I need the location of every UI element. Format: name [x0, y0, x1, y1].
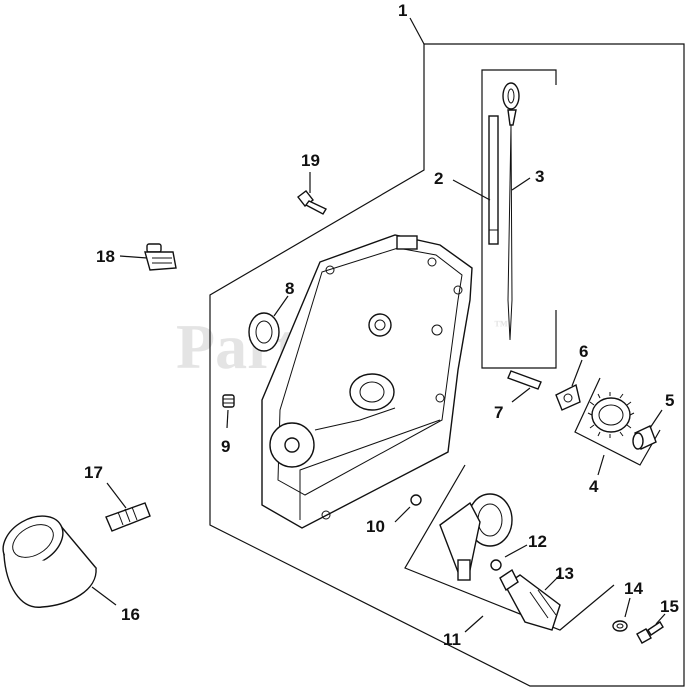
clip: [555, 383, 581, 411]
callout-10: 10: [366, 517, 385, 536]
callout-12: 12: [528, 532, 547, 551]
filter-nipple: [105, 502, 151, 532]
callout-18: 18: [96, 247, 115, 266]
dipstick-group-frame: [481, 69, 557, 369]
leader-1: [409, 17, 425, 45]
leader-11: [464, 615, 484, 633]
gear-group-frame: [574, 377, 661, 466]
pin: [507, 370, 542, 390]
callout-16: 16: [121, 605, 140, 624]
gear-shaft: [632, 425, 657, 450]
oil-filter: [2, 515, 98, 608]
leader-3: [511, 177, 531, 191]
leader-10: [394, 506, 411, 523]
callout-9: 9: [221, 437, 230, 456]
leader-16: [91, 586, 117, 606]
pipe-plug: [222, 394, 235, 408]
pump-rotor: [499, 568, 561, 631]
dipstick: [502, 82, 520, 341]
oil-pump: [439, 493, 513, 581]
leader-12: [504, 544, 528, 558]
crankcase-cover: [261, 234, 473, 529]
oil-seal: [248, 312, 280, 352]
callout-14: 14: [624, 579, 643, 598]
callout-13: 13: [555, 564, 574, 583]
screw-15: [636, 621, 664, 644]
leader-8: [273, 295, 289, 317]
leader-2: [452, 179, 491, 201]
callout-19: 19: [301, 151, 320, 170]
callout-1: 1: [398, 1, 407, 20]
o-ring-10: [410, 494, 422, 506]
callout-4: 4: [589, 477, 599, 496]
leader-7: [511, 387, 531, 403]
assembly-boundary: [209, 43, 685, 687]
callout-11: 11: [443, 630, 461, 649]
callout-5: 5: [665, 391, 674, 410]
leader-4: [597, 454, 605, 476]
callout-17: 17: [84, 463, 103, 482]
pump-group-frame: [404, 464, 615, 631]
callout-2: 2: [434, 169, 443, 188]
watermark-tm: ™: [494, 319, 508, 334]
callout-3: 3: [535, 167, 544, 186]
o-ring-12: [490, 559, 502, 571]
leader-6: [571, 359, 583, 387]
leader-18: [119, 255, 148, 259]
leader-5: [649, 409, 663, 429]
leader-14: [624, 597, 631, 618]
leader-17: [106, 482, 127, 509]
callout-7: 7: [494, 403, 503, 422]
callout-8: 8: [285, 279, 294, 298]
callout-15: 15: [660, 597, 679, 616]
governor-gear: [587, 392, 635, 438]
dipstick-tube: [488, 115, 499, 245]
leader-13: [544, 574, 561, 591]
callout-labels: 1 2 3 4 5 6 7 8 9 10 11 12 13 14 15 16 1…: [84, 1, 679, 649]
callout-6: 6: [579, 342, 588, 361]
leader-15: [655, 613, 666, 625]
pressure-switch: [144, 243, 177, 271]
screw-19: [297, 190, 327, 215]
washer: [612, 620, 628, 632]
leader-9: [226, 409, 229, 429]
